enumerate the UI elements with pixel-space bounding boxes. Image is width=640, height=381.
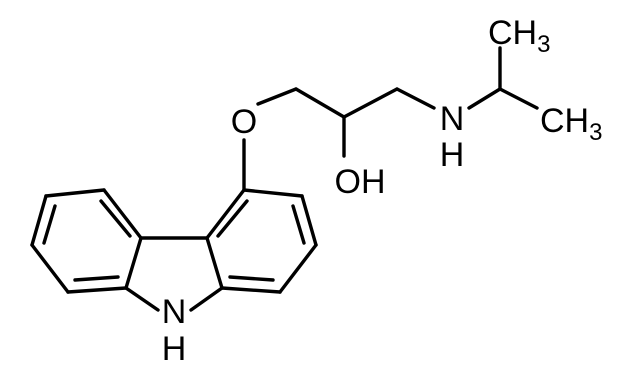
carbazole-nitrogen-label: N <box>162 293 187 331</box>
atom-labels: O OH N H CH3 CH3 N H <box>162 14 603 368</box>
methyl-top-label: CH3 <box>488 14 550 58</box>
amine-hydrogen-label: H <box>440 136 465 174</box>
methyl-bottom-label: CH3 <box>540 102 602 146</box>
hydroxyl-label: OH <box>335 163 386 201</box>
side-chain <box>242 46 539 192</box>
carbazole-hydrogen-label: H <box>162 330 187 368</box>
pyrrole-ring <box>124 236 224 312</box>
right-benzene-ring <box>205 188 318 294</box>
ether-oxygen-label: O <box>231 103 257 141</box>
left-benzene-ring <box>30 188 143 294</box>
amine-nitrogen-label: N <box>440 100 465 138</box>
